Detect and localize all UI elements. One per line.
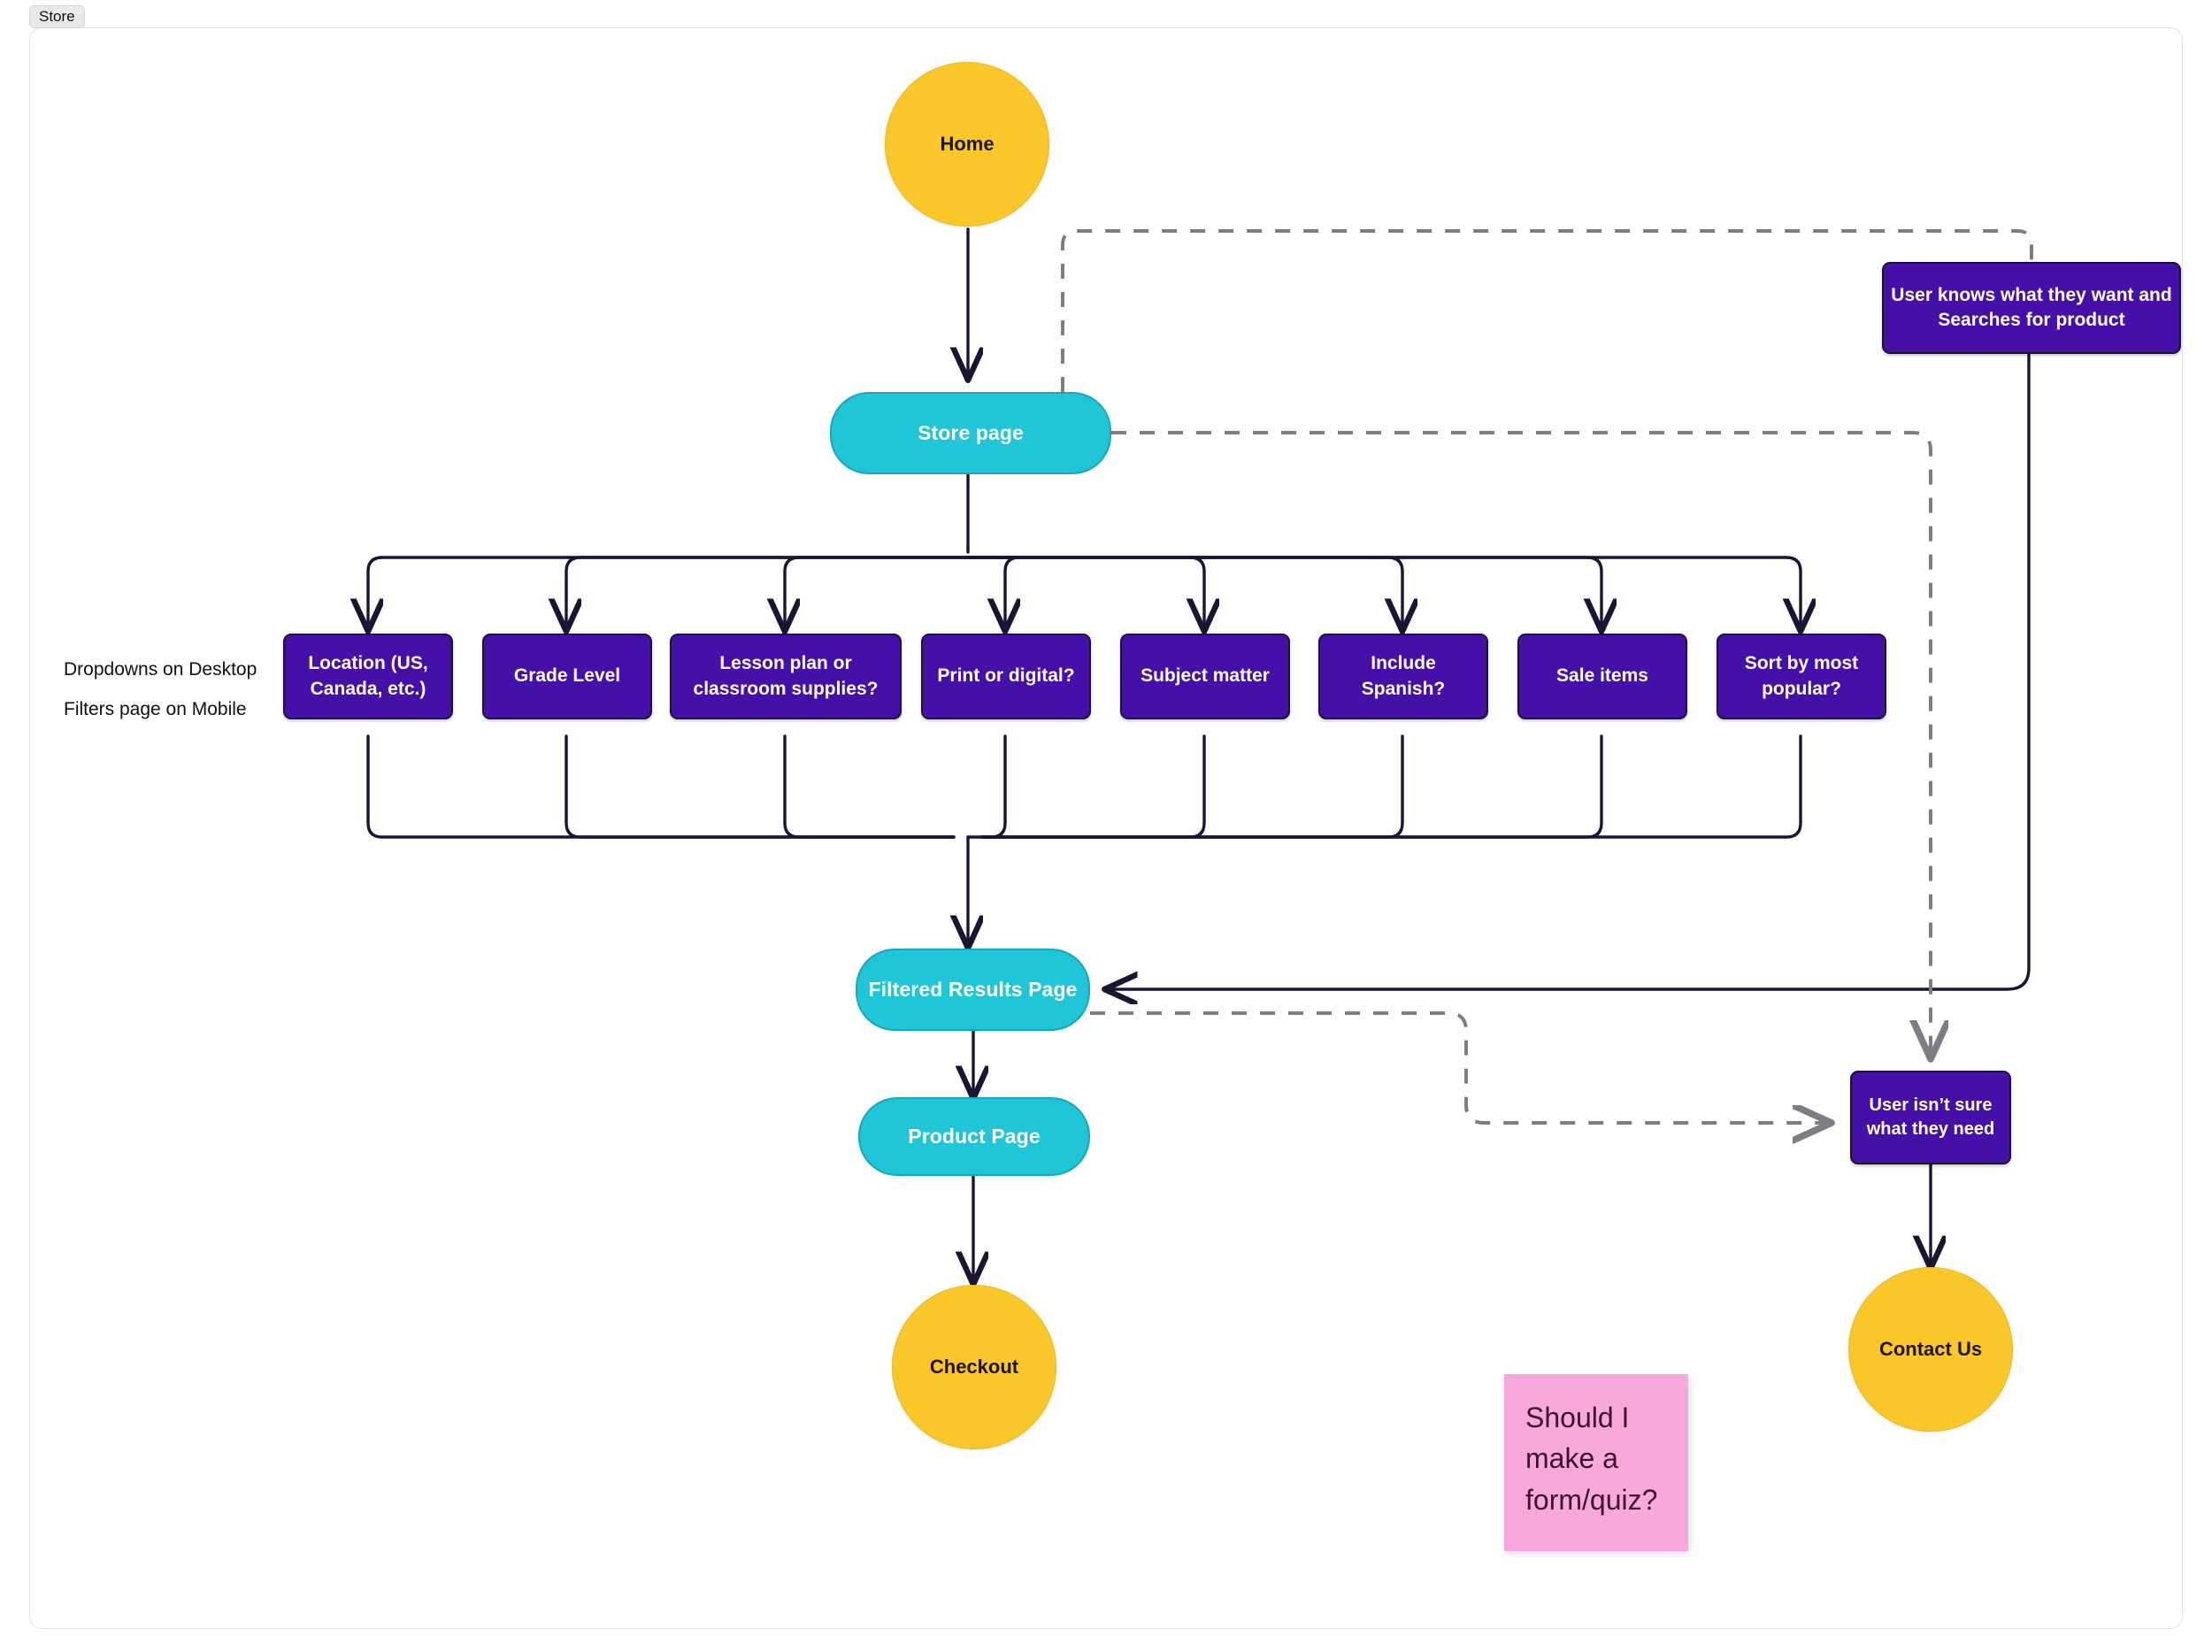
node-filter-sale-items-label: Sale items <box>1556 665 1648 687</box>
node-filter-location-label: Location (US, Canada, etc.) <box>308 653 428 699</box>
node-user-isnt-sure-what-they-need[interactable]: User isn’t sure what they need <box>1850 1071 2011 1164</box>
node-filtered-results-page-label: Filtered Results Page <box>868 978 1078 1001</box>
node-contact-us-label: Contact Us <box>1878 1338 1983 1360</box>
node-filter-sort-by-most-popular[interactable]: Sort by most popular? <box>1717 634 1886 719</box>
node-user-knows-what-they-want[interactable]: User knows what they want and Searches f… <box>1882 262 2181 354</box>
node-product-page-label: Product Page <box>908 1125 1041 1148</box>
node-filter-sort-by-most-popular-label: Sort by most popular? <box>1744 653 1859 699</box>
node-filtered-results-page[interactable]: Filtered Results Page <box>856 949 1090 1031</box>
tab-store[interactable]: Store <box>29 5 85 28</box>
node-filter-subject-matter[interactable]: Subject matter <box>1120 634 1290 719</box>
node-product-page[interactable]: Product Page <box>858 1097 1090 1176</box>
node-filter-grade-level[interactable]: Grade Level <box>482 634 652 719</box>
node-filter-grade-level-label: Grade Level <box>513 665 621 687</box>
node-user-knows-what-they-want-label: User knows what they want and Searches f… <box>1891 284 2172 330</box>
node-filter-lesson-plan-or-supplies-label: Lesson plan or classroom supplies? <box>693 653 879 699</box>
node-filter-sale-items[interactable]: Sale items <box>1517 634 1687 719</box>
node-filter-subject-matter-label: Subject matter <box>1141 665 1270 687</box>
label-filters-page-on-mobile: Filters page on Mobile <box>64 699 247 719</box>
node-filter-include-spanish[interactable]: Include Spanish? <box>1318 634 1488 719</box>
label-dropdowns-on-desktop: Dropdowns on Desktop <box>64 659 257 680</box>
node-checkout-label: Checkout <box>929 1356 1019 1378</box>
node-contact-us[interactable]: Contact Us <box>1848 1267 2013 1432</box>
node-store-page[interactable]: Store page <box>830 392 1111 474</box>
node-filter-location[interactable]: Location (US, Canada, etc.) <box>283 634 453 719</box>
node-user-isnt-sure-what-they-need-label: User isn’t sure what they need <box>1866 1095 1995 1139</box>
node-filter-include-spanish-label: Include Spanish? <box>1361 653 1446 699</box>
sticky-note-form-quiz[interactable]: Should I make a form/quiz? <box>1504 1374 1688 1551</box>
node-store-page-label: Store page <box>918 421 1024 444</box>
node-filter-print-or-digital[interactable]: Print or digital? <box>921 634 1091 719</box>
node-home[interactable]: Home <box>885 62 1049 227</box>
node-filter-lesson-plan-or-supplies[interactable]: Lesson plan or classroom supplies? <box>670 634 902 719</box>
node-checkout[interactable]: Checkout <box>892 1285 1056 1449</box>
node-filter-print-or-digital-label: Print or digital? <box>937 665 1075 687</box>
node-home-label: Home <box>940 133 995 155</box>
